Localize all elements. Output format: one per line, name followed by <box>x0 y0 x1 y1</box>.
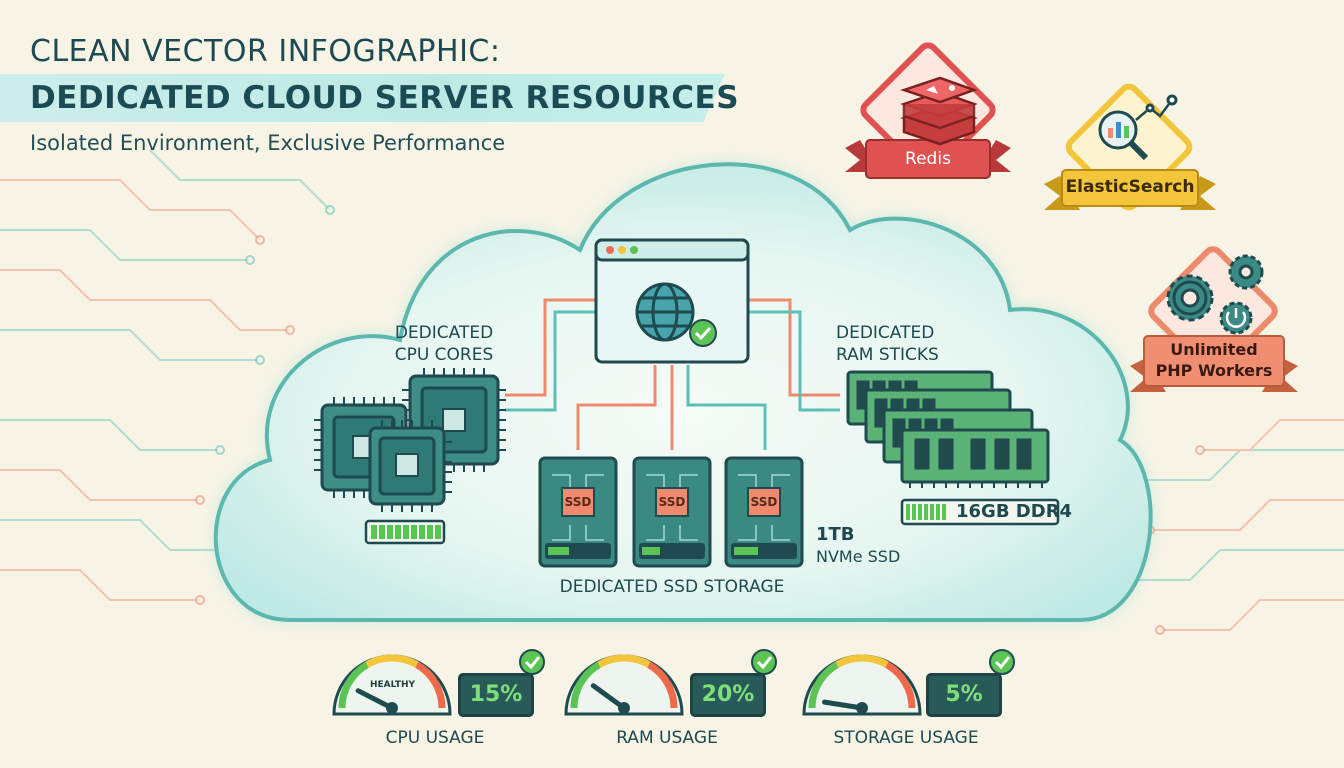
ram-usage-label: RAM USAGE <box>616 728 718 748</box>
check-icon <box>989 649 1015 675</box>
ram-label: DEDICATED RAM STICKS <box>836 322 960 366</box>
cpu-label: DEDICATED CPU CORES <box>386 322 502 366</box>
gauge-arc-segment <box>597 654 651 668</box>
usage-gauges <box>332 649 1015 716</box>
ram-level-segment <box>924 504 928 520</box>
title-banner <box>0 74 725 122</box>
check-mark <box>756 656 773 670</box>
gauge-arc-segment <box>647 661 678 709</box>
gauge-arc-segment <box>415 661 446 709</box>
ram-spec-bar <box>900 498 1060 526</box>
globe-icon <box>635 282 695 342</box>
ram-label-line-1: DEDICATED <box>836 323 935 343</box>
ram-spec-text: 16GB DDR4 <box>956 501 1073 522</box>
elasticsearch-badge <box>1044 83 1216 211</box>
gauge-hub <box>618 702 630 714</box>
cpu-level-segment <box>379 525 385 539</box>
cpu-label-line-2: CPU CORES <box>394 345 494 365</box>
cpu-usage-label: CPU USAGE <box>385 728 485 748</box>
ram-level-segment <box>930 504 934 520</box>
ssd-drive-icons <box>538 456 804 568</box>
cpu-label-line-1: DEDICATED <box>394 323 494 343</box>
ram-stick-icons <box>846 370 1050 488</box>
circuit-lines-left <box>0 149 331 601</box>
php-workers-badge-label: Unlimited PHP Workers <box>1144 339 1284 381</box>
gauge-needle <box>822 699 865 711</box>
circuit-dots-left <box>195 205 335 605</box>
title-line-2: DEDICATED CLOUD SERVER RESOURCES <box>30 80 740 116</box>
check-icon <box>519 649 545 675</box>
ram-level-segment <box>942 504 946 520</box>
ssd-drive-2 <box>632 456 712 568</box>
gauge-arc-segment <box>570 661 601 709</box>
connection-lines <box>505 298 840 450</box>
cpu-level-segment <box>387 525 393 539</box>
gauge-hub <box>386 702 398 714</box>
php-workers-badge <box>1130 246 1298 392</box>
cpu-dial-text: HEALTHY <box>370 680 416 690</box>
gauge-storage <box>802 649 1015 716</box>
gears-power-icon <box>1166 254 1264 335</box>
elasticsearch-badge-label: ElasticSearch <box>1065 177 1195 197</box>
ssd-chip-label-1: SSD <box>564 495 592 509</box>
subtitle: Isolated Environment, Exclusive Performa… <box>30 131 506 155</box>
ssd-level-bars <box>548 547 758 555</box>
storage-label: DEDICATED SSD STORAGE <box>559 577 785 597</box>
cpu-level-segment <box>435 525 441 539</box>
gauge-arc-segment <box>338 661 369 709</box>
gauge-needle <box>590 683 627 711</box>
redis-badge-label: Redis <box>905 149 951 169</box>
cpu-level-bar <box>364 519 446 545</box>
ssd-drive-3 <box>724 456 804 568</box>
check-badge-icon <box>689 319 717 347</box>
ram-level-segment <box>906 504 910 520</box>
gauge-arc-segment <box>885 661 916 709</box>
storage-usage-label: STORAGE USAGE <box>833 728 979 748</box>
ram-usage-value: 20% <box>690 673 766 717</box>
storage-size-line-2: NVMe SSD <box>816 547 901 566</box>
gauge-hub <box>856 702 868 714</box>
check-icon <box>751 649 777 675</box>
redis-badge <box>845 42 1011 179</box>
ssd-level-fill-2 <box>642 547 660 555</box>
gauge-ram <box>564 649 777 716</box>
cpu-level-segment <box>395 525 401 539</box>
cpu-level-segment <box>371 525 377 539</box>
ram-level-segment <box>912 504 916 520</box>
cpu-chip-front <box>368 420 452 512</box>
cpu-level-segment <box>419 525 425 539</box>
search-chart-icon <box>1098 94 1178 161</box>
cpu-level-segment <box>427 525 433 539</box>
ssd-level-fill-1 <box>548 547 569 555</box>
ssd-chip-label-2: SSD <box>658 495 686 509</box>
cpu-level-segment <box>411 525 417 539</box>
cpu-level-segment <box>403 525 409 539</box>
check-mark <box>524 656 541 670</box>
check-mark <box>994 656 1011 670</box>
cpu-usage-value: 15% <box>458 673 534 717</box>
storage-usage-value: 5% <box>926 673 1002 717</box>
gauge-needle <box>355 688 395 711</box>
browser-window-icon <box>594 238 750 364</box>
ram-stick-4 <box>900 428 1050 488</box>
php-workers-label-line-2: PHP Workers <box>1155 361 1273 380</box>
storage-size: 1TB NVMe SSD <box>816 524 900 568</box>
gauge-arc-segment <box>808 661 839 709</box>
cpu-chip-icons <box>314 368 506 512</box>
ram-level-segment <box>936 504 940 520</box>
title-line-1: CLEAN VECTOR INFOGRAPHIC: <box>30 34 501 69</box>
gauge-cpu <box>332 649 545 716</box>
ram-level-segment <box>918 504 922 520</box>
php-workers-label-line-1: Unlimited <box>1170 340 1258 359</box>
circuit-lines-right <box>1130 419 1344 631</box>
ram-label-line-2: RAM STICKS <box>836 345 939 365</box>
ssd-level-fill-3 <box>734 547 758 555</box>
gauge-arc-segment <box>365 654 419 668</box>
ssd-chip-label-3: SSD <box>750 495 778 509</box>
redis-logo-icon <box>900 76 978 146</box>
storage-size-line-1: 1TB <box>816 524 855 545</box>
gauge-arc-segment <box>835 654 889 668</box>
